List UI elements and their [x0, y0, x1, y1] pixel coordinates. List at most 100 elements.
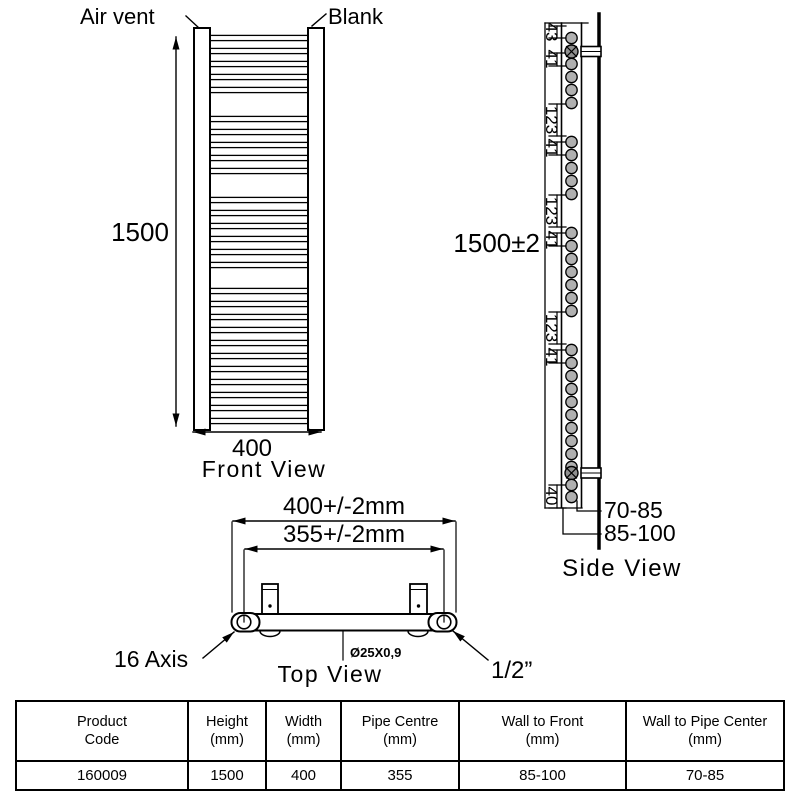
bottom-pipe-section — [565, 490, 578, 504]
radiator-bar — [207, 417, 311, 425]
valve-size-label: 1/2” — [491, 657, 532, 684]
radiator-bar — [207, 261, 311, 269]
radiator-bar — [207, 222, 311, 230]
segment-dim-label: 41 — [542, 348, 561, 367]
radiator-bar — [207, 86, 311, 94]
value-wall-to-pipe-center: 70-85 — [625, 760, 785, 791]
side-tube-section — [565, 31, 578, 45]
top-mount-cross — [565, 45, 578, 58]
header-wall-to-front: Wall to Front(mm) — [458, 700, 627, 762]
side-tube-section — [565, 447, 578, 461]
pipe-spec-label: Ø25X0,9 — [350, 645, 401, 660]
wall-to-pipe-center-label: 70-85 — [604, 497, 663, 523]
header-height: Height(mm) — [187, 700, 267, 762]
side-view-tube-sections — [565, 31, 578, 474]
front-view-bars — [207, 34, 311, 425]
side-tube-section — [565, 408, 578, 422]
segment-dim-label: 40 — [542, 487, 561, 506]
segment-dim-label: 41 — [542, 50, 561, 69]
radiator-bar — [207, 287, 311, 295]
side-tube-section — [565, 83, 578, 97]
front-view-caption: Front View — [202, 456, 327, 482]
side-tube-section — [565, 291, 578, 305]
bracket-screw-dot — [416, 604, 421, 608]
axis-leader-arrow — [202, 631, 235, 659]
side-tube-section — [565, 252, 578, 266]
side-tube-section — [565, 369, 578, 383]
axis-label: 16 Axis — [114, 646, 188, 672]
side-tube-section — [565, 96, 578, 110]
radiator-bar — [207, 235, 311, 243]
radiator-bar — [207, 154, 311, 162]
side-tube-section — [565, 57, 578, 71]
segment-dim-label: 123 — [542, 197, 561, 225]
radiator-bar — [207, 47, 311, 55]
side-tube-section — [565, 239, 578, 253]
segment-dim-label: 41 — [542, 231, 561, 250]
radiator-bar — [207, 73, 311, 81]
side-tube-section — [565, 421, 578, 435]
air-vent-leader-line — [185, 15, 200, 29]
front-right-tube — [307, 27, 325, 431]
front-view: Air vent Blank 1500 400 Front View — [80, 4, 384, 482]
side-tube-section — [565, 434, 578, 448]
front-left-tube — [193, 27, 211, 431]
radiator-bar — [207, 378, 311, 386]
side-view-caption: Side View — [562, 555, 682, 582]
side-height-dimension-label: 1500±2 — [453, 228, 540, 258]
bracket-screw-dot — [268, 604, 272, 608]
radiator-bar — [207, 339, 311, 347]
valve-size-leader-arrow — [452, 630, 489, 661]
side-tube-section — [565, 70, 578, 84]
radiator-bar — [207, 365, 311, 373]
radiator-bar — [207, 141, 311, 149]
height-dimension-label: 1500 — [111, 217, 169, 247]
side-dim-brackets — [548, 25, 567, 509]
top-view-bracket — [409, 583, 428, 615]
value-product-code: 160009 — [15, 760, 189, 791]
radiator-bar — [207, 326, 311, 334]
segment-dim-label: 41 — [542, 139, 561, 158]
pipe-centre-dimension-label: 355+/-2mm — [283, 521, 405, 548]
side-tube-section — [565, 226, 578, 240]
side-tube-section — [565, 161, 578, 175]
radiator-diagram: Air vent Blank 1500 400 Front View 43 41… — [80, 4, 682, 687]
side-tube-section — [565, 343, 578, 357]
radiator-bar — [207, 248, 311, 256]
value-wall-to-front: 85-100 — [458, 760, 627, 791]
side-tube-section — [565, 382, 578, 396]
blank-label: Blank — [328, 4, 384, 29]
segment-dim-label: 123 — [542, 106, 561, 134]
wall-to-pipe-leader — [576, 500, 602, 512]
side-tube-section — [565, 174, 578, 188]
side-tube-section — [565, 187, 578, 201]
radiator-bar — [207, 352, 311, 360]
radiator-bar — [207, 300, 311, 308]
side-tube-section — [565, 478, 578, 492]
side-tube-section — [565, 148, 578, 162]
radiator-bar — [207, 128, 311, 136]
side-tube-section — [565, 395, 578, 409]
header-pipe-centre: Pipe Centre(mm) — [340, 700, 460, 762]
blank-leader-line — [311, 13, 327, 27]
value-height: 1500 — [187, 760, 267, 791]
side-tube-section — [565, 135, 578, 149]
side-tube-section — [565, 265, 578, 279]
spec-table-data-row: 160009 1500 400 355 85-100 70-85 — [15, 760, 785, 791]
radiator-bar — [207, 60, 311, 68]
air-vent-label: Air vent — [80, 4, 155, 29]
radiator-bar — [207, 167, 311, 175]
side-tube-section — [565, 356, 578, 370]
side-tube-section — [565, 304, 578, 318]
radiator-bar — [207, 209, 311, 217]
value-pipe-centre: 355 — [340, 760, 460, 791]
side-view: 43 41 123 41 123 41 123 41 40 70-85 85-1… — [453, 12, 682, 582]
top-view-caption: Top View — [278, 661, 383, 687]
width-dimension-label: 400 — [232, 435, 272, 462]
radiator-bar — [207, 115, 311, 123]
wall-to-front-leader — [562, 507, 602, 535]
